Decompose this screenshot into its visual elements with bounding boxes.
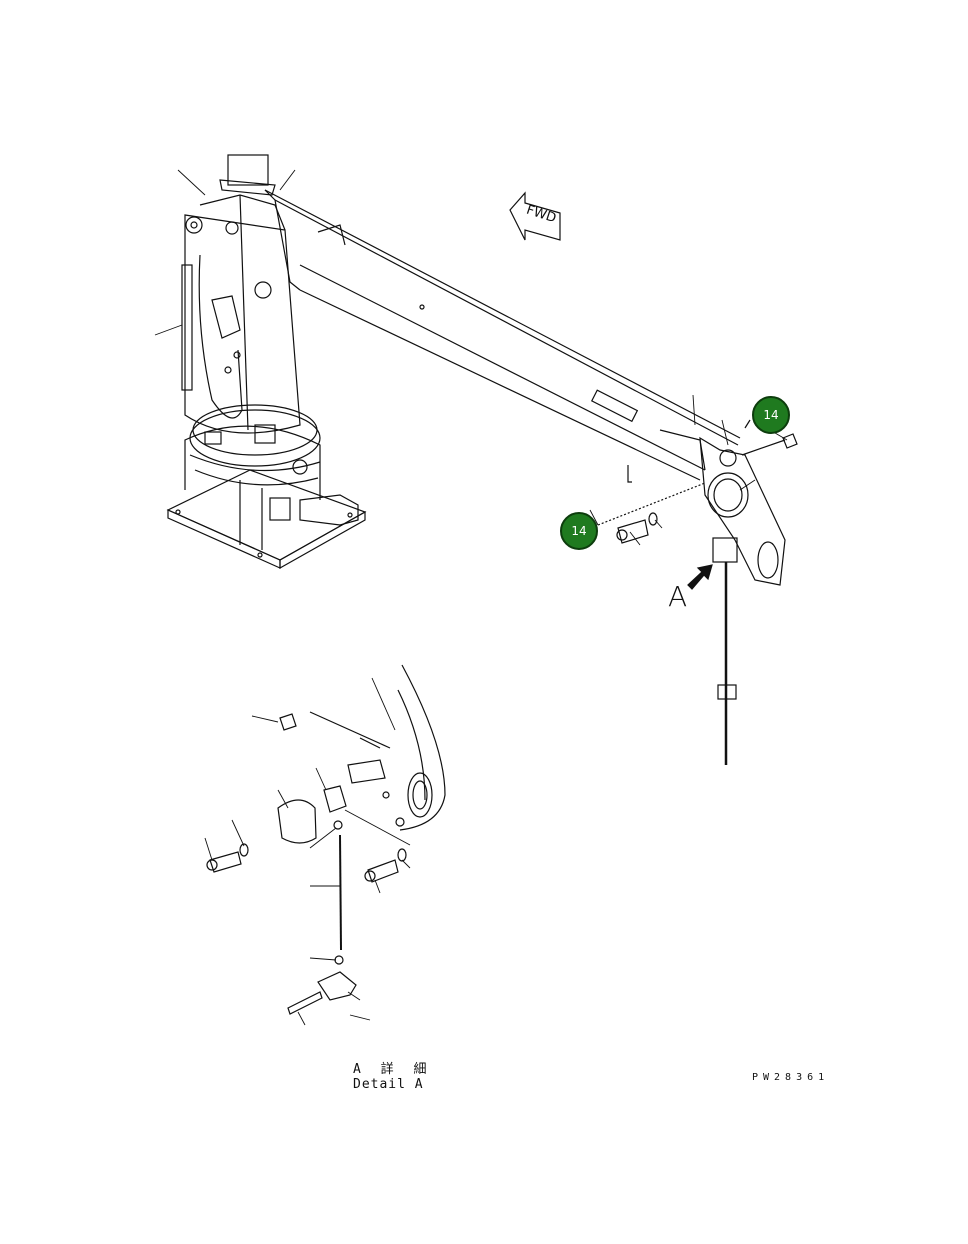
detail-a-title-jp: A 詳 細	[353, 1062, 433, 1077]
callout-number: 14	[763, 408, 779, 422]
detail-a-drawing	[204, 664, 446, 1026]
view-a-label: A	[668, 580, 688, 613]
crane-column	[181, 154, 301, 445]
leader-lines	[154, 169, 788, 1021]
crane-boom	[264, 189, 786, 586]
callout-14-upper[interactable]: 14	[752, 396, 790, 434]
fwd-arrow	[509, 191, 561, 241]
callout-14-lower[interactable]: 14	[560, 512, 598, 550]
crane-base	[166, 404, 367, 570]
callout-number: 14	[571, 524, 587, 538]
main-hardware	[597, 419, 798, 765]
drawing-number: PW28361	[752, 1072, 830, 1083]
detail-a-title-en: Detail A	[353, 1077, 424, 1092]
